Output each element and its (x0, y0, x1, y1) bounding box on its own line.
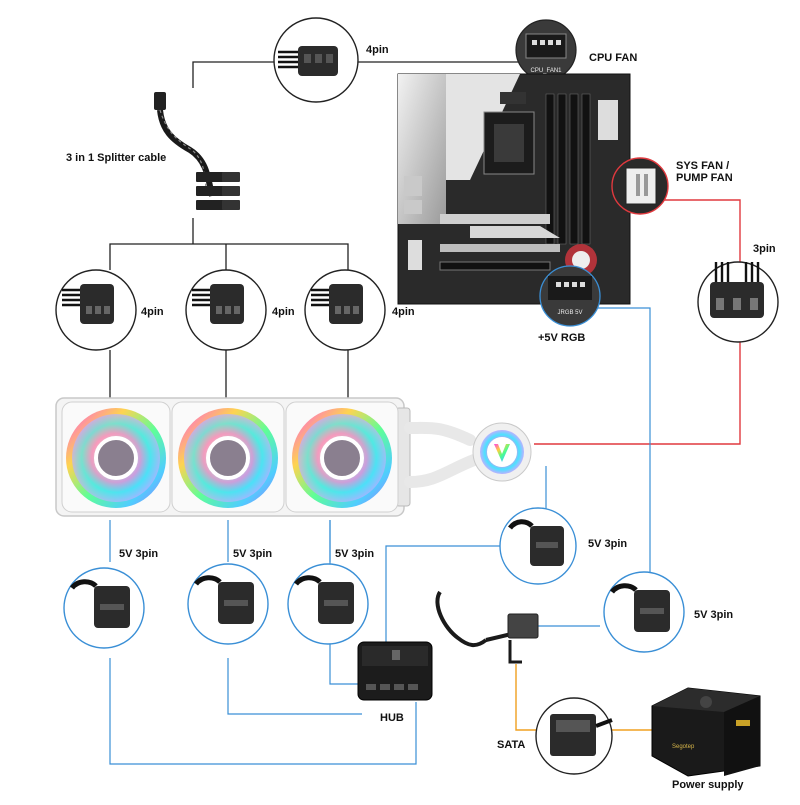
sata-wires (515, 664, 652, 731)
cpu-4pin-label: 4pin (366, 44, 389, 56)
rgb-fan-2 (171, 401, 285, 513)
fan2-hub-wire (227, 658, 362, 715)
rgb-header-bubble: JRGB 5V (539, 265, 601, 327)
pump-block (472, 422, 532, 482)
fan2-4pin-label: 4pin (272, 306, 295, 318)
mb-argb-wire (598, 307, 651, 576)
sys-fan-header-bubble (611, 157, 669, 215)
mb-argb-label: 5V 3pin (694, 609, 734, 621)
fan-4pin-plug-icon (311, 284, 363, 324)
rgb-fan-3 (285, 401, 399, 513)
fan-4pin-plug-icon (278, 46, 338, 76)
power-supply-label: Power supply (672, 779, 744, 791)
cpu-fan-header-text: CPU_FAN1 (530, 68, 562, 74)
splitter-label: 3 in 1 Splitter cable (66, 152, 167, 164)
fan3-argb-bubble (287, 563, 369, 645)
fan3-4pin-bubble (304, 269, 386, 351)
cpu-fan-wire (192, 61, 520, 88)
psu-brand-text: Segotep (672, 744, 695, 750)
pump-logo-icon (494, 444, 510, 462)
argb-hub (357, 590, 539, 701)
fan-4pin-plug-icon (192, 284, 244, 324)
rgb-fan-1 (61, 401, 171, 513)
sata-label: SATA (497, 739, 526, 751)
fan1-hub-wire (109, 658, 417, 765)
hub-label: HUB (380, 712, 404, 724)
fan-4pin-plug-icon (62, 284, 114, 324)
motherboard (397, 73, 631, 305)
splitter-cable (154, 92, 240, 210)
fan1-4pin-bubble (55, 269, 137, 351)
pump-argb-to-hub-wire (385, 545, 500, 652)
pump-3pin-bubble (697, 261, 779, 343)
fan2-4pin-bubble (185, 269, 267, 351)
rgb-header-label: +5V RGB (538, 332, 586, 344)
pump-3pin-plug-icon (710, 262, 764, 318)
power-supply: Segotep (651, 687, 761, 777)
pump-3pin-label: 3pin (753, 243, 776, 255)
pump-tubes (404, 421, 480, 488)
cpu-fan-label: CPU FAN (589, 52, 638, 64)
fan3-argb-label: 5V 3pin (335, 548, 375, 560)
cpu-fan-header-bubble: CPU_FAN1 (515, 19, 577, 81)
fan2-argb-bubble (187, 563, 269, 645)
pump-argb-label: 5V 3pin (588, 538, 628, 550)
sata-to-hub-wire (515, 664, 540, 731)
sys-fan-label-line2: PUMP FAN (676, 172, 733, 184)
fan1-4pin-label: 4pin (141, 306, 164, 318)
fan2-argb-label: 5V 3pin (233, 548, 273, 560)
sata-bubble (535, 697, 613, 775)
fan1-argb-label: 5V 3pin (119, 548, 159, 560)
splitter-branch-wire (109, 243, 349, 270)
rgb-header-text: JRGB 5V (557, 310, 582, 316)
pwm-wires (109, 61, 520, 404)
cpu-fan-connector-bubble (273, 17, 359, 103)
mb-argb-bubble (603, 571, 685, 653)
fan1-argb-bubble (63, 567, 145, 649)
fan3-4pin-label: 4pin (392, 306, 415, 318)
pump-argb-bubble (499, 507, 577, 585)
sys-fan-label-line1: SYS FAN / (676, 160, 730, 172)
